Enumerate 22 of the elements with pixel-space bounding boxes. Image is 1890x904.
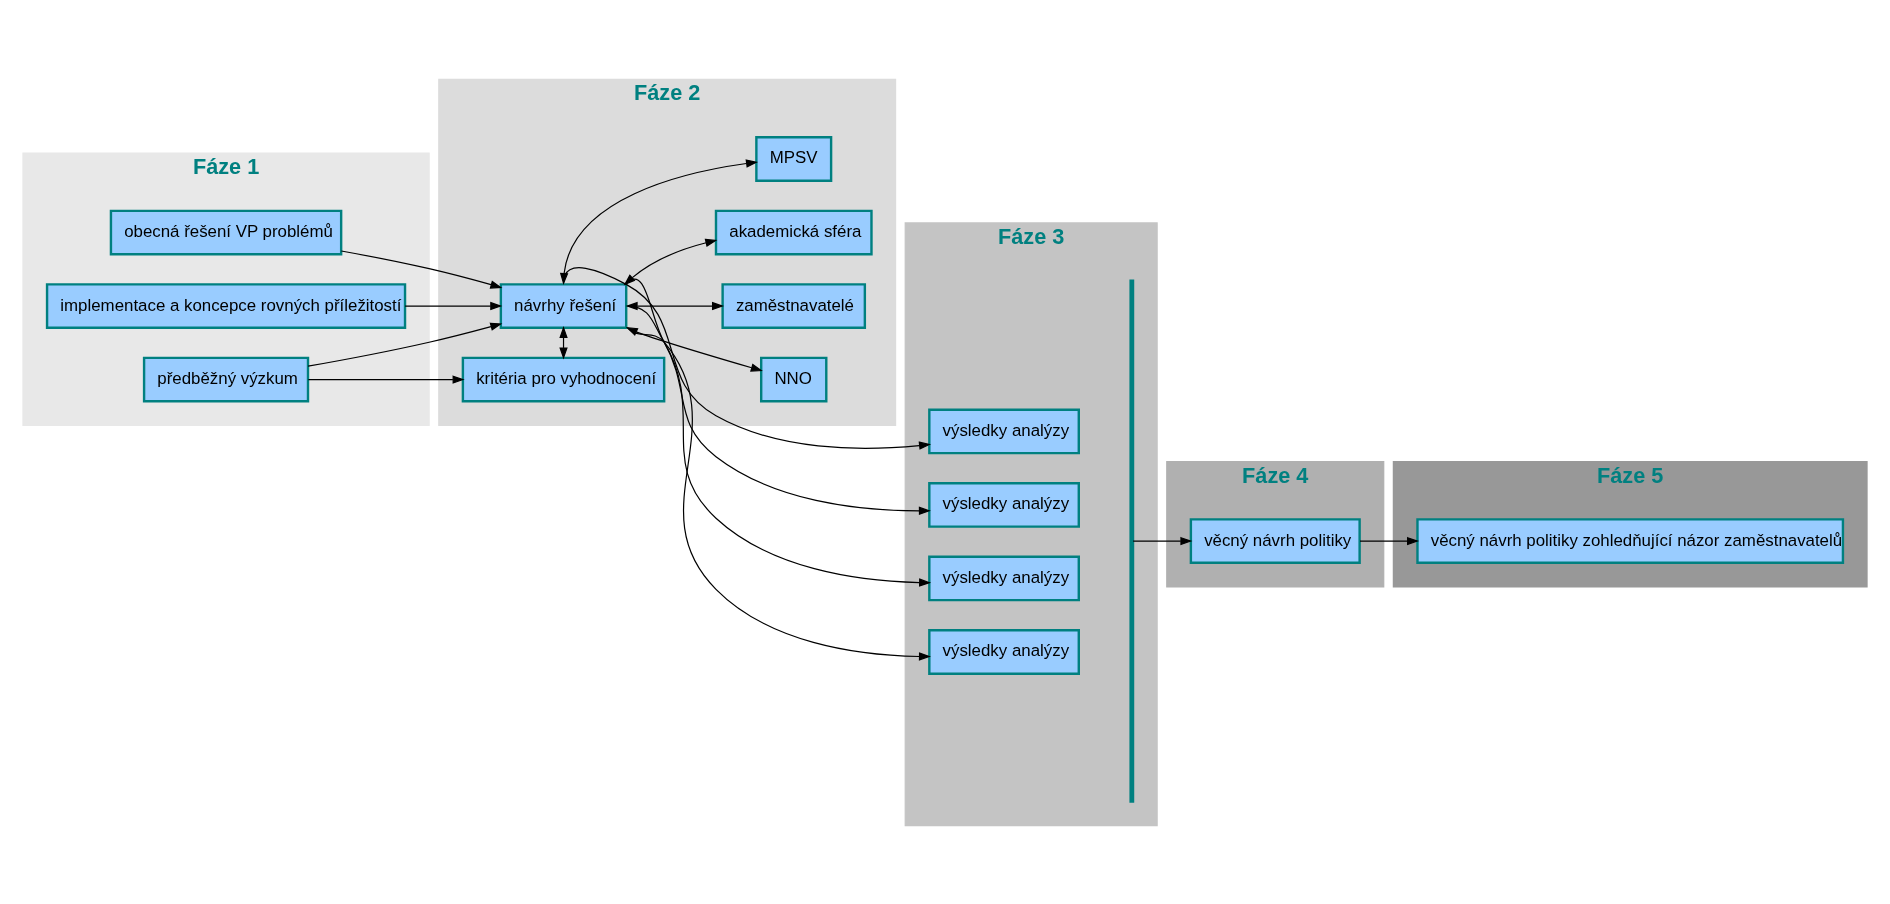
node-box: výsledky analýzy	[928, 555, 1080, 601]
node-box: MPSV	[755, 135, 833, 182]
node-box: výsledky analýzy	[928, 628, 1080, 675]
node-box: výsledky analýzy	[928, 481, 1080, 528]
arrow	[307, 374, 465, 384]
node-box: akademická sféra	[714, 209, 873, 255]
node-box: výsledky analýzy	[928, 408, 1080, 454]
node-box: návrhy řešení	[499, 282, 628, 329]
arrow	[307, 322, 503, 367]
arrow	[1359, 536, 1420, 545]
node-box: předběžný výzkum	[142, 356, 310, 402]
node-box: věcný návrh politiky zohledňující názor zaměstnavatelů	[1416, 517, 1845, 564]
node-box: NNO	[760, 356, 828, 402]
node-box: implementace a koncepce rovných příležitostí	[45, 282, 407, 329]
arrow	[404, 301, 503, 310]
node-box: kritéria pro vyhodnocení	[461, 356, 666, 402]
node-box: obecná řešení VP problémů	[109, 209, 343, 255]
node-bar	[1129, 279, 1135, 803]
node-box: zaměstnavatelé	[721, 282, 867, 329]
arrow	[1132, 536, 1193, 545]
arrow	[340, 249, 503, 289]
node-box: věcný návrh politiky	[1189, 517, 1361, 564]
